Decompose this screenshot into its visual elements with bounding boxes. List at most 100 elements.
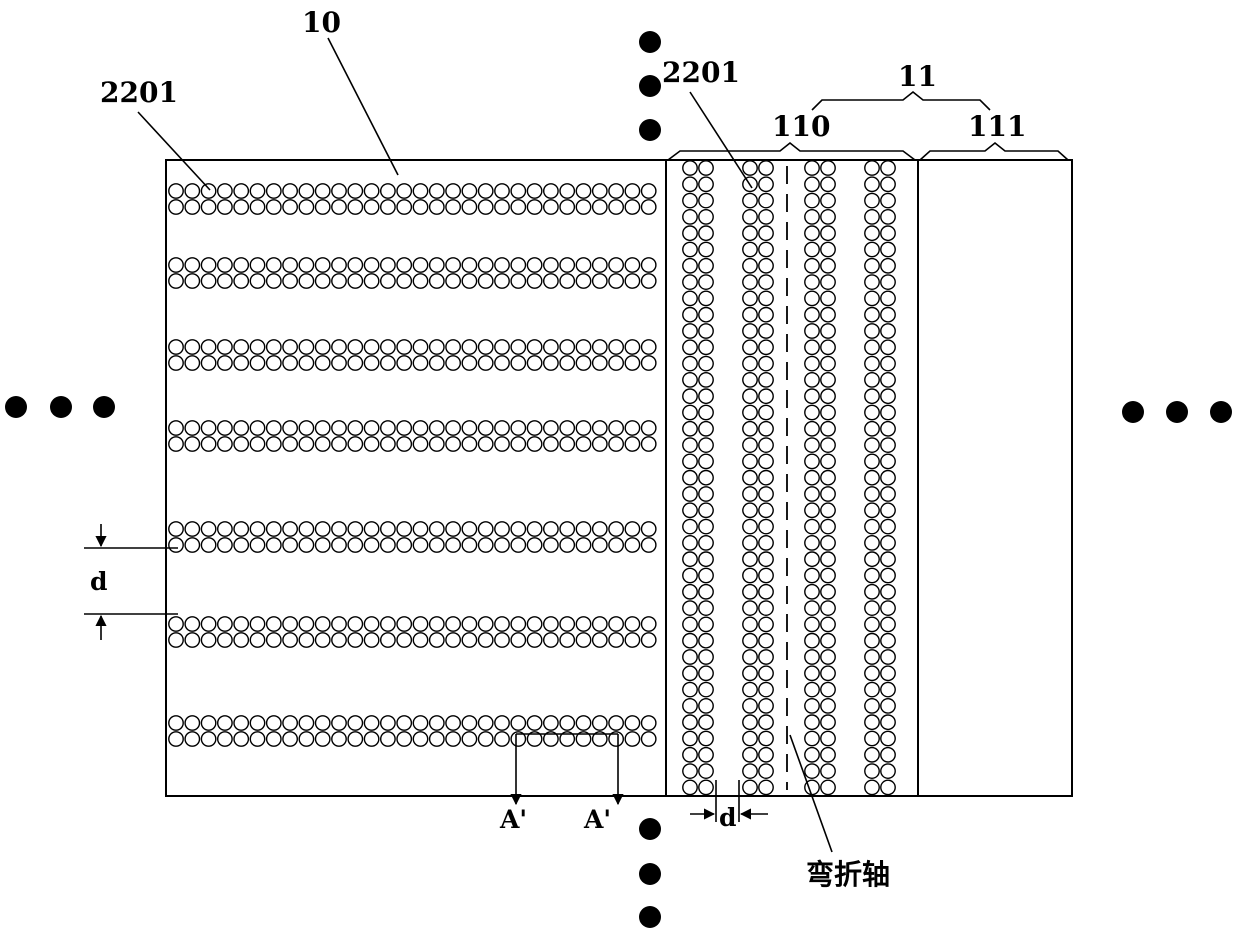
hole [821,177,835,191]
region-10-panel [166,160,666,796]
hole [218,421,232,435]
hole [527,437,541,451]
hole [234,716,248,730]
hole [169,356,183,370]
hole [865,552,879,566]
hole [234,617,248,631]
hole [201,184,215,198]
hole [169,200,183,214]
hole [759,764,773,778]
hole [316,184,330,198]
hole [185,356,199,370]
hole [332,716,346,730]
hole [462,340,476,354]
hole [364,258,378,272]
hole [283,274,297,288]
hole [699,780,713,794]
hole [759,454,773,468]
hole [479,258,493,272]
hole [446,421,460,435]
hole [759,519,773,533]
hole [821,193,835,207]
hole [527,617,541,631]
label-d-left: d [90,567,107,596]
hole [743,405,757,419]
hole [283,258,297,272]
hole [805,226,819,240]
hole [865,764,879,778]
hole [609,633,623,647]
hole [250,538,264,552]
hole [881,748,895,762]
hole [234,732,248,746]
hole [881,601,895,615]
hole [821,405,835,419]
hole [805,536,819,550]
hole [805,650,819,664]
hole [462,356,476,370]
hole [625,617,639,631]
hole [625,633,639,647]
hole [593,617,607,631]
hole [699,666,713,680]
hole [683,275,697,289]
hole [511,538,525,552]
hole [699,715,713,729]
hole [865,617,879,631]
hole [699,356,713,370]
hole [185,538,199,552]
hole [169,617,183,631]
hole [397,716,411,730]
hole [430,437,444,451]
hole [699,650,713,664]
hole [743,552,757,566]
hole [683,682,697,696]
hole [185,274,199,288]
hole [759,715,773,729]
hole [865,438,879,452]
hole [759,161,773,175]
hole [413,356,427,370]
hole [364,200,378,214]
hole [169,274,183,288]
hole [881,471,895,485]
hole [185,184,199,198]
hole [462,522,476,536]
hole [759,275,773,289]
hole [683,373,697,387]
hole [743,275,757,289]
hole [683,780,697,794]
hole [348,437,362,451]
hole [169,716,183,730]
hole [743,471,757,485]
hole [743,617,757,631]
hole [699,259,713,273]
hole [593,356,607,370]
hole [821,373,835,387]
hole [397,340,411,354]
hole [446,356,460,370]
hole [348,716,362,730]
ellipsis-bottom [639,818,661,928]
hole [267,274,281,288]
hole [576,421,590,435]
hole [625,421,639,435]
hole [743,536,757,550]
hole [609,437,623,451]
hole [413,340,427,354]
hole [283,633,297,647]
hole [865,519,879,533]
hole [185,421,199,435]
hole [759,193,773,207]
hole [462,274,476,288]
hole [743,242,757,256]
hole [881,634,895,648]
hole [683,731,697,745]
hole [316,437,330,451]
hole [699,422,713,436]
hole [527,184,541,198]
hole [479,633,493,647]
hole [201,617,215,631]
hole [865,389,879,403]
hole [881,275,895,289]
